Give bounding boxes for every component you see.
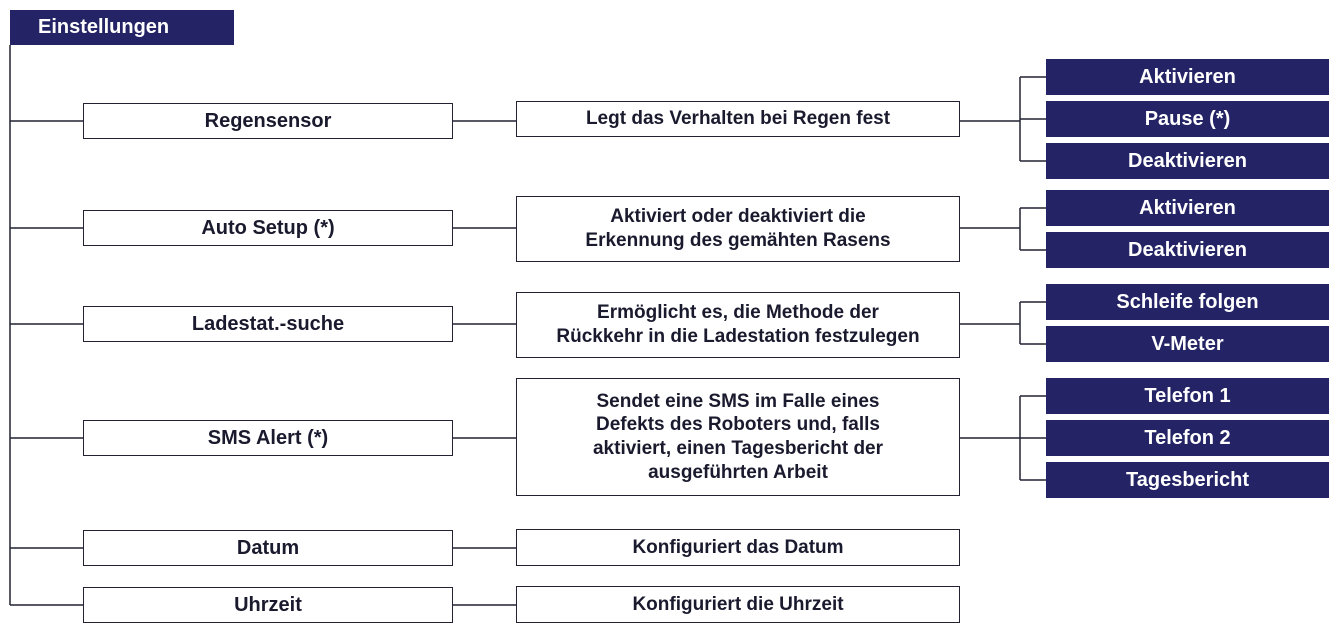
setting-label: Auto Setup (*): [201, 216, 335, 239]
option-label: Schleife folgen: [1116, 290, 1259, 313]
description-line: Konfiguriert die Uhrzeit: [632, 593, 844, 615]
description-line: Rückkehr in die Ladestation festzulegen: [556, 326, 920, 347]
option-box: Schleife folgen: [1046, 284, 1329, 320]
setting-label: SMS Alert (*): [207, 426, 329, 449]
option-box: Pause (*): [1046, 101, 1329, 137]
setting-label: Datum: [236, 536, 300, 559]
description-line: Aktiviert oder deaktiviert die: [610, 206, 866, 228]
description-line: Konfiguriert das Datum: [632, 536, 844, 558]
option-box: Telefon 2: [1046, 420, 1329, 456]
description-line: Legt das Verhalten bei Regen fest: [585, 108, 891, 130]
setting-box: Ladestat.-suche: [83, 306, 453, 342]
option-label: Deaktivieren: [1128, 149, 1247, 172]
option-box: Deaktivieren: [1046, 232, 1329, 268]
description-text: Legt das Verhalten bei Regen fest: [586, 107, 890, 131]
description-line: Ermöglicht es, die Methode der: [597, 302, 879, 324]
option-box: Tagesbericht: [1046, 462, 1329, 498]
setting-label: Regensensor: [204, 109, 332, 132]
option-box: Aktivieren: [1046, 190, 1329, 226]
title-box: Einstellungen: [10, 10, 234, 45]
title-label: Einstellungen: [38, 16, 170, 39]
description-line: Defekts des Roboters und, falls: [595, 414, 880, 436]
setting-box: Uhrzeit: [83, 587, 453, 623]
option-label: Pause (*): [1144, 107, 1231, 130]
option-label: Aktivieren: [1139, 65, 1236, 88]
description-line: ausgeführten Arbeit: [648, 461, 828, 483]
option-label: Tagesbericht: [1126, 468, 1249, 491]
option-box: Telefon 1: [1046, 378, 1329, 414]
description-line: Erkennung des gemähten Rasens: [585, 230, 891, 251]
setting-label: Ladestat.-suche: [191, 312, 345, 335]
setting-box: Auto Setup (*): [83, 210, 453, 246]
setting-box: SMS Alert (*): [83, 420, 453, 456]
description-text: Konfiguriert das Datum: [632, 536, 843, 560]
setting-label: Uhrzeit: [234, 593, 302, 616]
option-box: Aktivieren: [1046, 59, 1329, 95]
option-label: V-Meter: [1151, 332, 1224, 355]
option-label: Telefon 2: [1144, 426, 1231, 449]
description-box: Konfiguriert die Uhrzeit: [516, 586, 960, 623]
option-label: Deaktivieren: [1128, 238, 1247, 261]
description-line: aktiviert, einen Tagesbericht der: [592, 438, 884, 459]
description-text: Konfiguriert die Uhrzeit: [632, 593, 843, 617]
description-line: Sendet eine SMS im Falle eines: [596, 390, 880, 412]
option-label: Aktivieren: [1139, 196, 1236, 219]
setting-box: Regensensor: [83, 103, 453, 139]
description-box: Legt das Verhalten bei Regen fest: [516, 101, 960, 137]
setting-box: Datum: [83, 530, 453, 566]
option-label: Telefon 1: [1144, 384, 1231, 407]
option-box: V-Meter: [1046, 326, 1329, 362]
description-box: Konfiguriert das Datum: [516, 529, 960, 566]
option-box: Deaktivieren: [1046, 143, 1329, 179]
